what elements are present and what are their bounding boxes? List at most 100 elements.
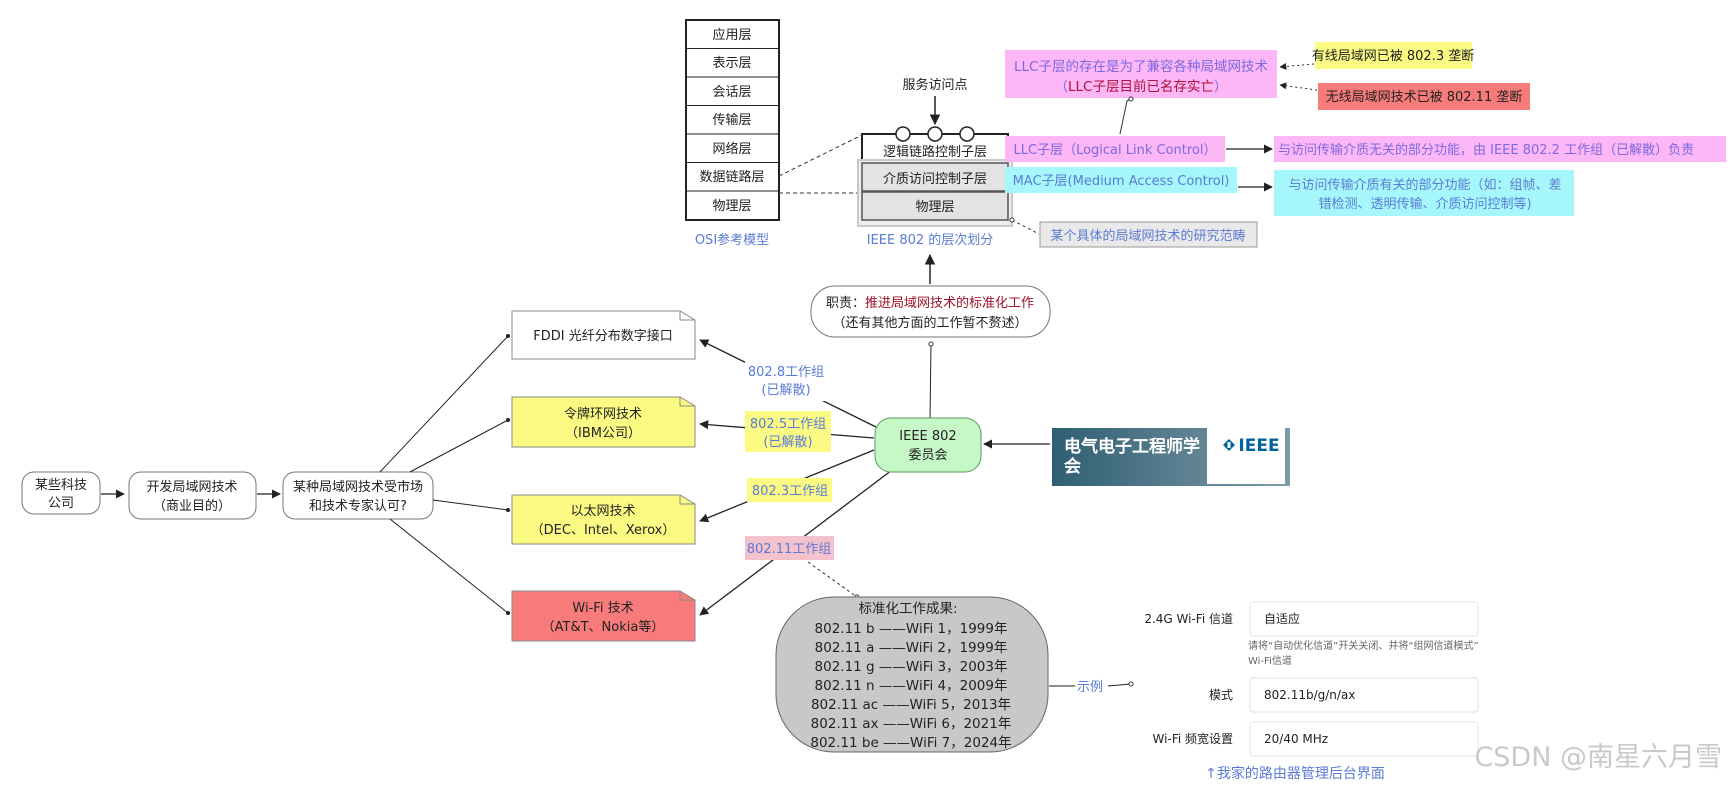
osi-caption: OSI参考模型 [695,232,769,248]
wireless-note: 无线局域网技术已被 802.11 垄断 [1326,90,1523,105]
duty-highlight: 推进局域网技术的标准化工作 [865,295,1034,311]
osi-layer-network: 网络层 [712,141,751,157]
scope-note-box [1039,221,1258,248]
duty-line1: 职责：推进局域网技术的标准化工作 [826,295,1034,311]
svg-text:Wi-Fi 技术: Wi-Fi 技术 [572,601,633,616]
layer-mapping-lines [778,134,863,194]
sap-point-1 [895,126,911,142]
mac-desc-line2: 错检测、透明传输、介质访问控制等) [1318,196,1531,212]
ieee-logo-text: IEEE [1238,436,1279,456]
standard-row: 802.11 ac ——WiFi 5，2013年 [811,697,1011,713]
svg-text:(已解散): (已解散) [763,435,812,450]
companies-node [21,471,101,515]
svg-text:FDDI 光纤分布数字接口: FDDI 光纤分布数字接口 [533,328,672,344]
ieee802-committee [874,417,982,473]
svg-text:IEEE 802: IEEE 802 [899,429,956,444]
osi-layer-transport: 传输层 [712,112,751,128]
tech-fddi: FDDI 光纤分布数字接口 [511,310,696,360]
wg-802-8: 802.8工作组 [748,365,824,380]
wg-802-11: 802.11工作组 [747,542,832,557]
svg-text:某种局域网技术受市场: 某种局域网技术受市场 [293,479,423,495]
svg-text:802.11b/g/n/ax: 802.11b/g/n/ax [1264,688,1355,702]
svg-text:公司: 公司 [48,496,74,511]
channel-hint: 请将“自动优化信道”开关关闭、并将“组网信道模式” [1248,639,1479,652]
watermark: CSDN @南星六月雪 [1474,742,1722,773]
sap-label: 服务访问点 [902,77,967,93]
tech-wifi: Wi-Fi 技术 （AT&T、Nokia等） [511,590,696,642]
llc-note-box [1005,50,1277,98]
wg-802-5: 802.5工作组 [750,417,826,432]
wg-802-3: 802.3工作组 [752,484,828,499]
wired-note-box [1315,42,1472,69]
wireless-note-box [1318,83,1530,110]
osi-layer-application: 应用层 [712,27,751,43]
standards-title: 标准化工作成果: [858,601,957,617]
svg-text:和技术专家认可?: 和技术专家认可? [309,498,407,514]
osi-layer-session: 会话层 [712,85,751,100]
ieee-physical-layer: 物理层 [915,200,954,215]
standard-row: 802.11 be ——WiFi 7，2024年 [810,735,1011,751]
standard-row: 802.11 a ——WiFi 2，1999年 [815,640,1008,656]
svg-text:以太网技术: 以太网技术 [570,504,635,519]
sap-point-2 [927,126,943,142]
bandwidth-field[interactable] [1249,721,1479,757]
svg-text:开发局域网技术: 开发局域网技术 [146,479,237,495]
scope-note: 某个具体的局域网技术的研究范畴 [1050,228,1245,244]
standard-row: 802.11 n ——WiFi 4，2009年 [815,678,1008,694]
mac-label: MAC子层(Medium Access Control) [1013,174,1230,189]
svg-text:(已解散): (已解散) [761,383,810,398]
ieee-org-name: 电气电子工程师学 [1064,436,1200,457]
llc-desc: 与访问传输介质无关的部分功能，由 IEEE 802.2 工作组（已解散）负责 [1278,142,1694,158]
llc-note-line1: LLC子层的存在是为了兼容各种局域网技术 [1014,58,1268,75]
mac-label-box [1005,167,1237,193]
svg-text:某些科技: 某些科技 [35,478,87,493]
wg-802-8-box [745,361,831,401]
mac-sublayer: 介质访问控制子层 [883,172,987,187]
standard-row: 802.11 g ——WiFi 3，2003年 [815,659,1008,675]
llc-label: LLC子层（Logical Link Control） [1014,143,1217,158]
mac-desc-line1: 与访问传输介质有关的部分功能（如：组帧、差 [1288,177,1561,193]
svg-text:自适应: 自适应 [1264,611,1300,626]
channel-label: 2.4G Wi-Fi 信道 [1144,612,1233,626]
llc-note-line2: （LLC子层目前已名存实亡） [1055,78,1228,95]
llc-sublayer: 逻辑链路控制子层 [883,144,987,160]
router-settings: 2.4G Wi-Fi 信道 自适应 请将“自动优化信道”开关关闭、并将“组网信道… [1144,601,1479,782]
mode-field[interactable] [1249,677,1479,713]
example-label: 示例 [1077,680,1103,695]
svg-text:（DEC、Intel、Xerox）: （DEC、Intel、Xerox） [531,523,676,538]
llc-desc-box [1274,136,1726,162]
channel-field[interactable] [1249,601,1479,637]
ieee-stack-caption: IEEE 802 的层次划分 [867,232,994,248]
svg-text:（商业目的）: （商业目的） [153,498,231,514]
develop-node [128,471,257,520]
svg-text:委员会: 委员会 [908,448,947,463]
bandwidth-label: Wi-Fi 频宽设置 [1153,731,1233,746]
ieee-logo [1207,406,1285,484]
mode-label: 模式 [1209,688,1233,702]
duty-line2: （还有其他方面的工作暂不赘述） [832,315,1027,331]
svg-text:20/40 MHz: 20/40 MHz [1264,732,1328,746]
llc-label-box [1005,136,1225,162]
osi-layer-presentation: 表示层 [712,56,751,71]
router-caption: ↑我家的路由器管理后台界面 [1205,765,1385,782]
wg-802-11-box [745,536,834,560]
duty-bubble [810,285,1051,338]
svg-text:令牌环网技术: 令牌环网技术 [564,406,642,422]
ieee-logo-mark-icon [1223,439,1235,451]
question-node [282,471,434,520]
wired-note: 有线局域网已被 802.3 垄断 [1312,49,1474,64]
llc-dead-highlight: LLC子层目前已名存实亡 [1068,78,1214,95]
standards-capsule [775,596,1049,753]
wg-802-5-box [745,411,831,452]
tech-ethernet: 以太网技术 （DEC、Intel、Xerox） [511,494,696,545]
svg-text:会: 会 [1064,456,1081,477]
osi-model: 应用层 表示层 会话层 传输层 网络层 数据链路层 物理层 OSI参考模型 [685,19,780,248]
svg-text:（AT&T、Nokia等）: （AT&T、Nokia等） [542,619,665,635]
standard-row: 802.11 b ——WiFi 1，1999年 [815,621,1008,637]
svg-text:Wi-Fi信道: Wi-Fi信道 [1248,654,1292,667]
wg-802-3-box [747,478,832,502]
osi-layer-datalink: 数据链路层 [699,169,764,185]
standard-row: 802.11 ax ——WiFi 6，2021年 [811,716,1012,732]
osi-layer-physical: 物理层 [712,199,751,214]
